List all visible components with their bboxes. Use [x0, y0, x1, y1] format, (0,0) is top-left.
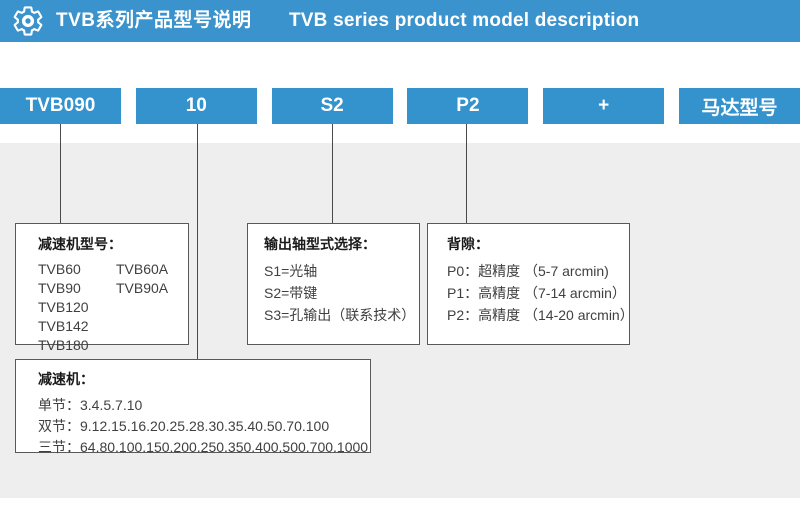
box-ratio: 减速机： 单节：3.4.5.7.10 双节：9.12.15.16.20.25.2…: [15, 359, 371, 455]
list-item: 双节：9.12.15.16.20.25.28.30.35.40.50.70.10…: [38, 418, 330, 434]
segment-ratio: 10: [135, 88, 257, 124]
segment-backlash: P2: [407, 88, 529, 124]
list-item: P1：高精度 （7-14 arcmin）: [447, 285, 626, 301]
page-title-zh: TVB系列产品型号说明: [56, 10, 252, 31]
gearbox-model-columns: TVB60 TVB90 TVB120 TVB142 TVB180 TVB60A …: [38, 260, 188, 355]
gearbox-model-col2: TVB60A TVB90A: [116, 260, 168, 355]
list-item: S2=带键: [264, 285, 318, 301]
box-ratio-heading: 减速机：: [38, 371, 94, 387]
list-item: TVB120: [38, 299, 89, 315]
list-item: TVB90: [38, 280, 81, 296]
box-backlash-heading: 背隙：: [447, 236, 489, 252]
segment-plus: +: [543, 88, 665, 124]
list-item: TVB60: [38, 261, 81, 277]
segment-motor-model: 马达型号: [678, 88, 800, 124]
model-code-row: TVB090 10 S2 P2 + 马达型号: [0, 88, 800, 124]
box-output-shaft: 输出轴型式选择： S1=光轴 S2=带键 S3=孔输出（联系技术）: [247, 223, 420, 345]
connector-line-series: [60, 124, 61, 223]
connector-line-backlash: [466, 124, 467, 223]
header-bar: TVB系列产品型号说明 TVB series product model des…: [0, 0, 800, 42]
box-output-shaft-heading: 输出轴型式选择：: [264, 236, 376, 252]
connector-line-shaft: [332, 124, 333, 223]
list-item: 三节：64.80.100.150.200.250.350.400.500.700…: [38, 439, 369, 455]
list-item: TVB142: [38, 318, 89, 334]
box-gearbox-model: 减速机型号： TVB60 TVB90 TVB120 TVB142 TVB180 …: [15, 223, 189, 353]
page-title-en: TVB series product model description: [289, 10, 640, 31]
list-item: 单节：3.4.5.7.10: [38, 397, 143, 413]
list-item: TVB90A: [116, 280, 169, 296]
list-item: S3=孔输出（联系技术）: [264, 307, 416, 323]
gear-icon: [11, 4, 45, 38]
box-gearbox-model-heading: 减速机型号：: [38, 236, 122, 252]
list-item: TVB60A: [116, 261, 169, 277]
connector-line-ratio: [197, 124, 198, 359]
list-item: S1=光轴: [264, 263, 318, 279]
segment-output-shaft: S2: [271, 88, 393, 124]
box-backlash: 背隙： P0：超精度 （5-7 arcmin) P1：高精度 （7-14 arc…: [427, 223, 634, 345]
list-item: P2：高精度 （14-20 arcmin）: [447, 307, 634, 323]
list-item: TVB180: [38, 337, 89, 353]
list-item: P0：超精度 （5-7 arcmin): [447, 263, 609, 279]
gearbox-model-col1: TVB60 TVB90 TVB120 TVB142 TVB180: [38, 260, 116, 355]
segment-series-model: TVB090: [0, 88, 121, 124]
